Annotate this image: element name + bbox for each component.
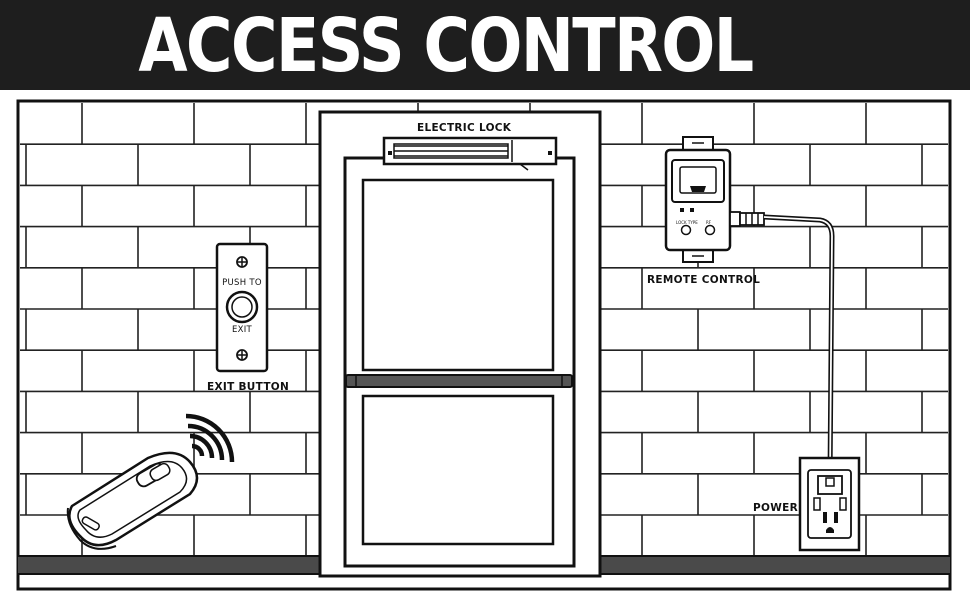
door-upper-panel bbox=[361, 178, 555, 372]
remote-rf-label: RF bbox=[706, 220, 712, 225]
wireless-signal-icon bbox=[185, 413, 235, 463]
remote-control-device bbox=[664, 136, 765, 263]
exit-button-bottom-text: EXIT bbox=[231, 325, 253, 335]
key-fob-remote bbox=[66, 451, 199, 550]
electric-lock-label: ELECTRIC LOCK bbox=[417, 122, 512, 134]
door bbox=[318, 110, 602, 578]
remote-control-label: REMOTE CONTROL bbox=[647, 274, 761, 286]
exit-button-top-text: PUSH TO bbox=[222, 278, 262, 288]
power-label: POWER bbox=[753, 502, 798, 514]
page-title: ACCESS CONTROL bbox=[138, 3, 754, 89]
door-lower-panel bbox=[361, 394, 555, 546]
title-bar: ACCESS CONTROL bbox=[0, 0, 970, 90]
exit-button-device bbox=[215, 242, 269, 373]
remote-lock-type-label: LOCK TYPE bbox=[676, 220, 698, 225]
door-push-bar bbox=[345, 374, 573, 388]
power-outlet bbox=[798, 456, 861, 552]
electric-lock bbox=[382, 136, 558, 171]
exit-button-label: EXIT BUTTON bbox=[207, 381, 290, 393]
